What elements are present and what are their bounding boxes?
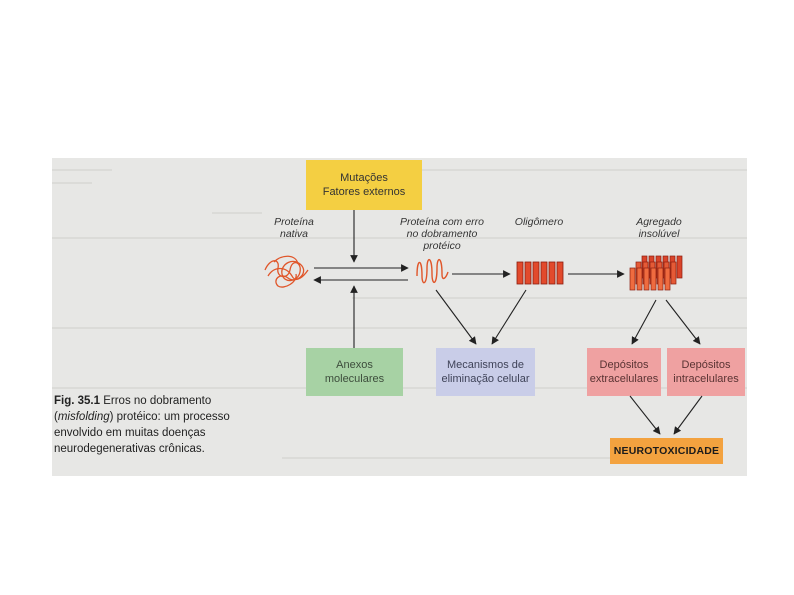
label-agregado-insoluvel: Agregado insolúvel	[636, 216, 682, 240]
oligomer-icon	[516, 261, 564, 285]
caption-line4: neurodegenerativas crônicas.	[54, 443, 205, 455]
depositos-intra-line2: intracelulares	[673, 373, 739, 385]
caption-misfolding: misfolding	[57, 411, 110, 423]
caption-title: Erros no dobramento	[100, 395, 212, 407]
native-protein-icon	[264, 255, 309, 288]
label-oligomero: Oligômero	[514, 216, 564, 228]
arrow-oligomer-to-mecanismos	[491, 289, 527, 345]
arrow-aggregate-to-extra	[631, 299, 657, 345]
neurotoxicidade-label: NEUROTOXICIDADE	[613, 445, 720, 457]
caption-fig-number: Fig. 35.1	[54, 395, 101, 407]
label-proteina-nativa: Proteína nativa	[274, 216, 314, 240]
mecanismos-box: Mecanismos de eliminação celular	[436, 348, 535, 396]
arrow-aggregate-to-intra	[665, 299, 701, 345]
mutacoes-line1: Mutações	[340, 172, 388, 184]
label-proteina-com-erro: Proteína com erro no dobramento protéico	[399, 216, 485, 252]
anexos-line2: moleculares	[324, 373, 385, 385]
diagram-graphics	[264, 210, 703, 435]
depositos-extracelulares-box: Depósitos extracelulares	[587, 348, 661, 396]
anexos-line1: Anexos	[336, 359, 373, 371]
caption-line3: envolvido em muitas doenças	[54, 427, 206, 439]
depositos-intracelulares-box: Depósitos intracelulares	[667, 348, 745, 396]
arrow-misfolded-to-mecanismos	[435, 289, 477, 345]
depositos-extra-line2: extracelulares	[589, 373, 659, 385]
arrow-intra-to-neurotox	[673, 395, 703, 435]
depositos-extra-line1: Depósitos	[599, 359, 649, 371]
mutacoes-box: Mutações Fatores externos	[306, 160, 422, 210]
anexos-box: Anexos moleculares	[306, 348, 403, 396]
figure-caption: Fig. 35.1 Erros no dobramento (misfoldin…	[54, 393, 304, 457]
depositos-intra-line1: Depósitos	[681, 359, 731, 371]
arrow-extra-to-neurotox	[629, 395, 661, 435]
mecanismos-line2: eliminação celular	[441, 373, 530, 385]
neurotoxicidade-box: NEUROTOXICIDADE	[610, 438, 723, 464]
background-bleed	[52, 169, 747, 459]
figure-page: Mutações Fatores externos Anexos molecul…	[52, 158, 747, 476]
caption-line2-rest: ) protéico: um processo	[109, 411, 230, 423]
mutacoes-line2: Fatores externos	[322, 186, 406, 198]
aggregate-icon	[629, 255, 683, 291]
mecanismos-line1: Mecanismos de	[446, 359, 525, 371]
misfolded-protein-icon	[416, 259, 449, 284]
